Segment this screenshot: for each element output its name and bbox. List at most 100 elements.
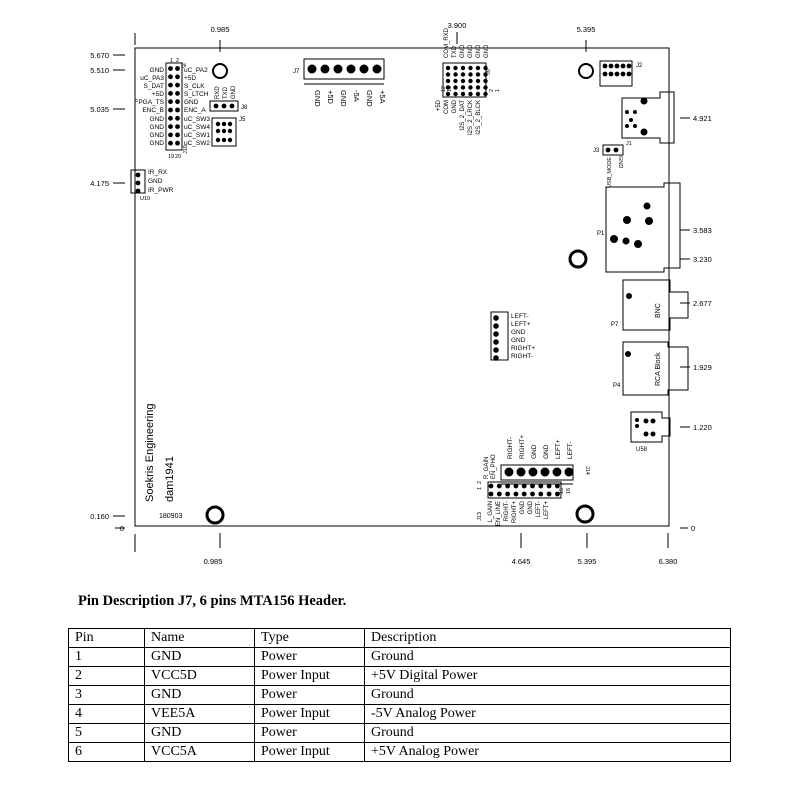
pin-dot [445, 85, 451, 90]
dim-label: 4.175 [90, 179, 109, 188]
j10-pin-label: GND [150, 67, 165, 74]
j10-pin-label: +5D [152, 91, 164, 98]
audio-pin-label: GND [511, 337, 526, 344]
pin-dot [175, 74, 180, 80]
pin-dot [614, 63, 620, 69]
pin-dot [552, 467, 562, 477]
pin-dot [614, 71, 620, 77]
table-heading: Pin Description J7, 6 pins MTA156 Header… [78, 593, 347, 609]
pin-dot [634, 240, 642, 248]
pin-description-table: Pin Name Type Description 1 GND Power Gr… [68, 628, 731, 762]
pin-number: 19 [168, 154, 174, 160]
pin-dot [516, 467, 526, 477]
pin-dot [445, 78, 451, 84]
pin-dot [168, 132, 173, 138]
table-cell: Power [254, 647, 365, 667]
j14-pin-label: RIGHT- [507, 437, 514, 459]
pin-dot [493, 347, 499, 353]
pin-dot [613, 147, 619, 153]
pin-dot [135, 180, 141, 186]
column-header: Pin [68, 628, 145, 648]
pin-dot [493, 323, 499, 329]
pin-dot [359, 64, 369, 74]
pin-dot [168, 140, 173, 146]
pin-dot [493, 339, 499, 345]
pin-dot [493, 315, 499, 321]
pin-dot [555, 483, 560, 489]
pin-dot [307, 64, 317, 74]
pin-dot [504, 467, 514, 477]
j13-pin-label: RIGHT+ [512, 501, 518, 524]
pin-dot [546, 483, 552, 489]
j9-pin-label: GND [468, 44, 474, 58]
pin-dot [483, 78, 488, 84]
dim-label: 3.230 [693, 255, 712, 264]
j5-ref-label: J5 [239, 117, 246, 123]
pin-number: 1 [477, 487, 483, 490]
p4-rca-outline [622, 341, 689, 396]
pin-dot [608, 71, 614, 77]
pin-dot [168, 99, 173, 105]
j8-ref-label: J8 [241, 105, 248, 111]
pin-dot [215, 121, 221, 127]
pin-dot [505, 483, 511, 489]
pin-dot [135, 188, 141, 194]
j10-pin-label: S_DAT [144, 83, 164, 90]
table-cell: -5V Analog Power [364, 704, 731, 724]
j1-ref-label: J1 [626, 141, 632, 147]
pin-number: 2 [489, 89, 495, 92]
pin-dot [625, 110, 629, 114]
pin-dot [483, 85, 488, 90]
pin-dot [229, 103, 235, 109]
pin-dot [175, 66, 180, 71]
pin-dot [538, 483, 544, 489]
j10-pin-label: uC_SW2 [184, 140, 210, 147]
dim-label: 6.380 [659, 557, 678, 566]
pin-dot [625, 124, 629, 128]
pin-dot [521, 491, 527, 497]
j2-header-outline [599, 60, 633, 87]
pin-dot [626, 63, 632, 69]
table-cell: 3 [68, 685, 145, 705]
pin-number: 2 [477, 481, 483, 484]
j10-ref-label: J5 [180, 62, 186, 68]
j10-pin-label: uC_SW4 [184, 124, 210, 131]
table-cell: VCC5D [144, 666, 255, 686]
pin-dot [175, 140, 180, 146]
board-drawing: 0.985 3.900 5.395 0 0.985 4.645 5.395 6.… [90, 21, 712, 566]
dim-label: 5.670 [90, 51, 109, 60]
j7-header-outline [303, 58, 385, 80]
j10-pin-label: GND [150, 124, 165, 131]
pin-dot [168, 115, 173, 121]
j7-pin-label: GND [339, 90, 348, 107]
pin-dot [483, 91, 488, 97]
dim-label: 5.395 [577, 25, 596, 34]
table-row: 5 GND Power Ground [68, 723, 731, 743]
pin-dot [460, 72, 466, 77]
j10-ref-label: J10 [183, 145, 189, 154]
audio-header-outline [490, 311, 509, 361]
pin-dot [493, 331, 499, 337]
table-row: 3 GND Power Ground [68, 685, 731, 705]
j8-header-outline [209, 100, 239, 112]
u10-pin-label: IR_PWR [148, 187, 174, 194]
pin-dot [555, 491, 560, 497]
pin-dot [626, 71, 632, 77]
dim-label: 4.645 [512, 557, 531, 566]
pin-dot [643, 202, 651, 210]
table-cell: Power Input [254, 666, 365, 686]
j1-usb-outline [621, 91, 675, 144]
model-label: dam1941 [164, 456, 176, 502]
j14-pin-label: LEFT- [567, 441, 574, 459]
pin-dot [215, 137, 221, 143]
table-cell: VCC5A [144, 742, 255, 762]
dim-label: 0.985 [204, 557, 223, 566]
u58-outline [630, 411, 671, 443]
table-cell: +5V Digital Power [364, 666, 731, 686]
mounting-hole [575, 504, 595, 524]
pin-dot [626, 293, 632, 299]
table-cell: 2 [68, 666, 145, 686]
j2-ref-label: J2 [636, 63, 643, 69]
pin-dot [650, 418, 656, 424]
j13-pin-label: RIGHT- [504, 501, 510, 521]
